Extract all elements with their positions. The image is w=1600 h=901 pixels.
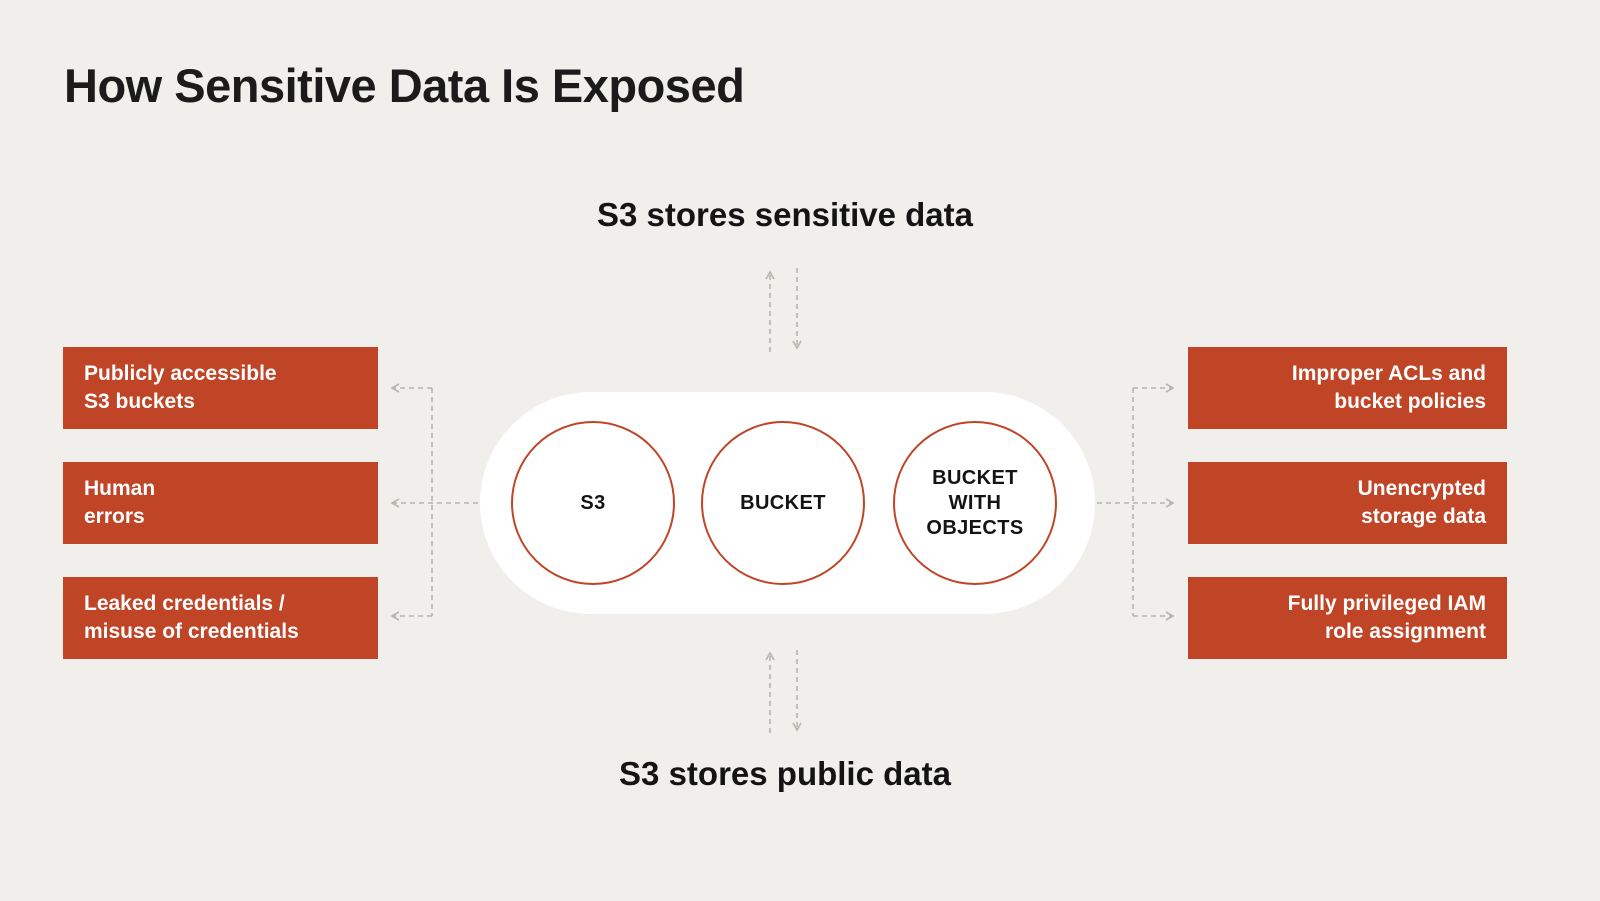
sensitive-data-label: S3 stores sensitive data: [596, 196, 974, 233]
cause-box-leaked-credentials: Leaked credentials / misuse of credentia…: [63, 577, 378, 659]
risk-box-privileged-iam: Fully privileged IAM role assignment: [1188, 577, 1507, 659]
bucket-node-label: BUCKET: [740, 491, 826, 514]
page-title: How Sensitive Data Is Exposed: [64, 59, 745, 112]
risk-box-label: Fully privileged IAM role assignment: [1287, 592, 1486, 643]
cause-box-label: Publicly accessible S3 buckets: [84, 362, 277, 413]
bucket-with-objects-node-label: BUCKET WITH OBJECTS: [926, 466, 1024, 539]
risk-box-unencrypted-storage: Unencrypted storage data: [1188, 462, 1507, 544]
cause-box-publicly-accessible: Publicly accessible S3 buckets: [63, 347, 378, 429]
bucket-with-objects-node: BUCKET WITH OBJECTS: [893, 421, 1057, 585]
risk-box-label: Unencrypted storage data: [1357, 477, 1486, 528]
s3-node: S3: [511, 421, 675, 585]
cause-box-label: Human errors: [84, 477, 156, 528]
cause-box-label: Leaked credentials / misuse of credentia…: [84, 592, 299, 643]
cause-box-human-errors: Human errors: [63, 462, 378, 544]
public-data-label: S3 stores public data: [619, 755, 951, 792]
risk-box-label: Improper ACLs and bucket policies: [1291, 362, 1486, 413]
s3-node-label: S3: [580, 491, 606, 514]
s3-pipeline-pill: S3 BUCKET BUCKET WITH OBJECTS: [480, 392, 1095, 614]
risk-box-improper-acls: Improper ACLs and bucket policies: [1188, 347, 1507, 429]
bucket-node: BUCKET: [701, 421, 865, 585]
